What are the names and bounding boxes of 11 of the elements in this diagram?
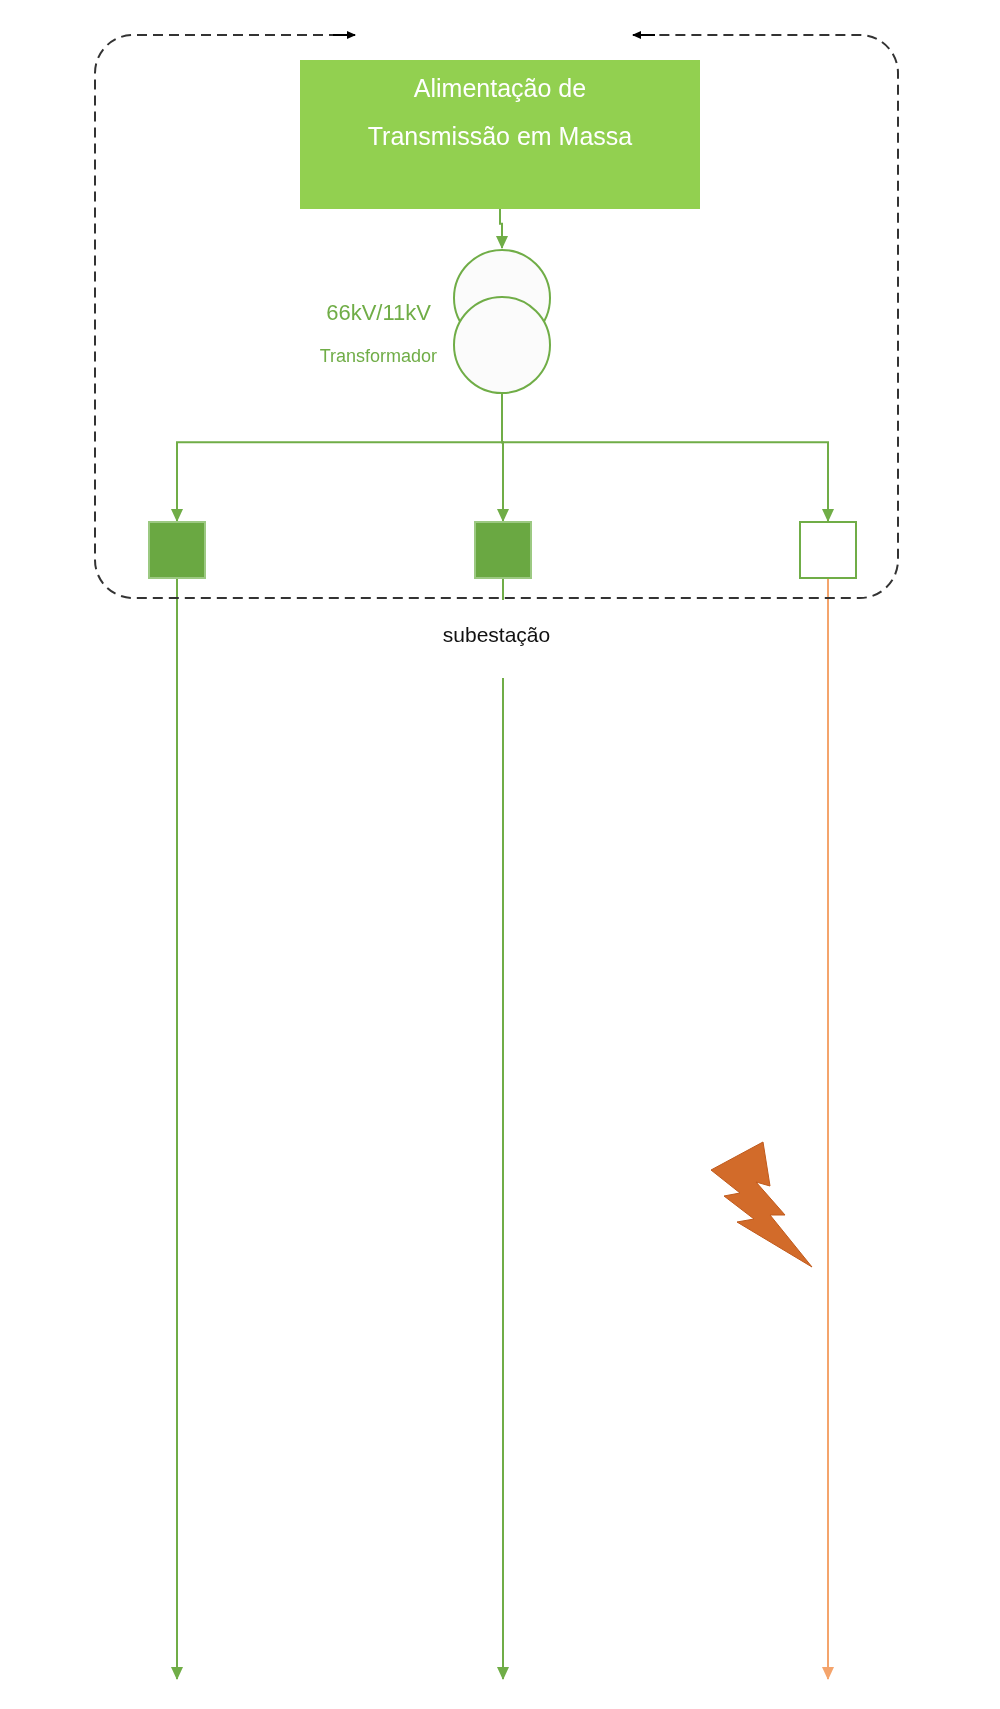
voltage-label: 66kV/11kV xyxy=(326,300,431,326)
breaker-box xyxy=(148,521,206,579)
group-label: subestação xyxy=(441,623,552,647)
arrow xyxy=(171,578,183,1680)
breaker-box xyxy=(474,521,532,579)
process-box: Alimentação de Transmissão em Massa xyxy=(300,60,700,209)
switch-box xyxy=(799,521,857,579)
arrow xyxy=(822,578,834,1680)
component-label: Transformador xyxy=(319,346,437,367)
arrow xyxy=(496,208,508,249)
arrow xyxy=(497,578,509,1680)
